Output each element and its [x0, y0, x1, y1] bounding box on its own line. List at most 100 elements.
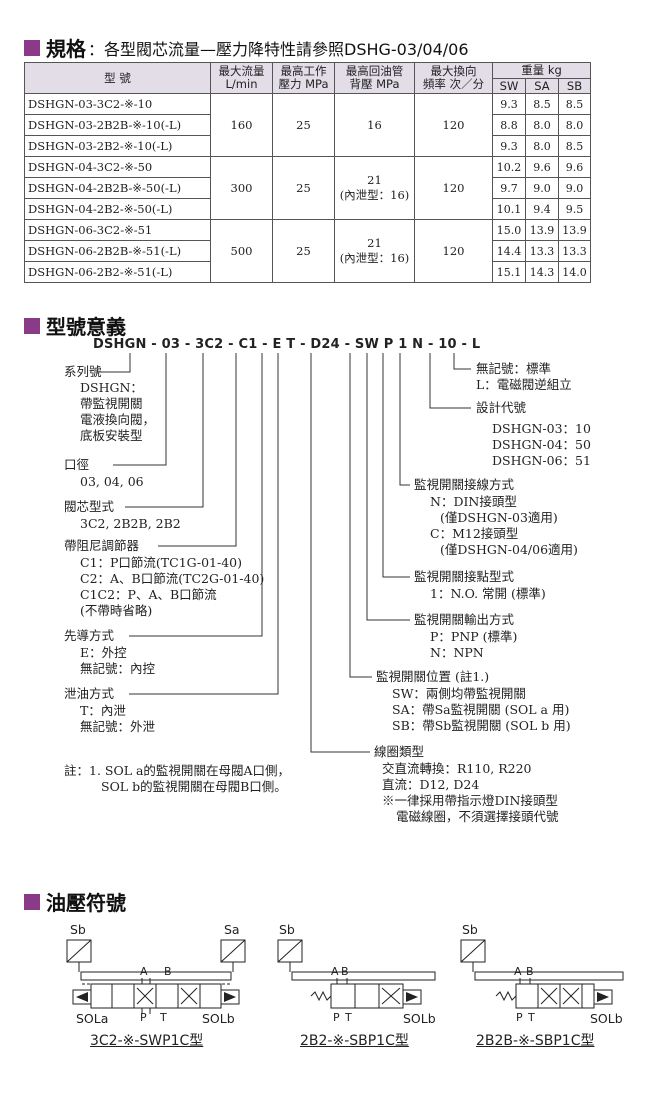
output-heading: 監視開關輸出方式: [414, 612, 515, 627]
design-line: DSHGN-06：51: [492, 453, 591, 468]
header-sa: SA: [525, 78, 559, 94]
note-line: 註：1. SOL a的監視開關在母閥A口側，: [64, 763, 290, 778]
port-t: T: [160, 1011, 167, 1024]
label-sb: Sb: [279, 922, 295, 937]
wiring-line: (僅DSHGN-03適用): [440, 510, 558, 525]
symbols-title: 油壓符號: [46, 891, 126, 915]
wiring-line: (僅DSHGN-04/06適用): [440, 542, 578, 557]
flow-cell: 160: [210, 93, 273, 157]
weight-sb: 9.0: [558, 177, 591, 199]
valve-symbol-3c2: [66, 939, 246, 1014]
table-row: DSHGN-04-3C2-※-50 300 25 21(內泄型：16) 120 …: [24, 156, 591, 220]
drain-line: 無記號：外泄: [80, 719, 156, 734]
model-code-section-header: 型號意義: [24, 311, 126, 340]
port-a: A: [514, 965, 522, 978]
contact-heading: 監視開關接點型式: [414, 569, 515, 584]
label-solb: SOLb: [202, 1011, 235, 1026]
model-cell: DSHGN-06-2B2-※-51(-L): [24, 261, 211, 283]
series-heading: 系列號: [64, 364, 102, 379]
output-line: P：PNP (標準): [430, 629, 518, 644]
model-cell: DSHGN-03-2B2-※-10(-L): [24, 135, 211, 157]
valve-symbol-2b2b: [460, 939, 624, 1009]
header-sb: SB: [558, 78, 591, 94]
solenoid-left-icon: [76, 992, 88, 1002]
spool-line: 3C2, 2B2B, 2B2: [80, 516, 181, 531]
back-pressure-cell: 21(內泄型：16): [334, 156, 415, 220]
weight-sa: 9.4: [525, 198, 559, 220]
damper-line: C1C2：P、A、B口節流: [80, 587, 217, 602]
drain-line: T：內泄: [80, 703, 126, 718]
series-line: DSHGN：: [80, 380, 143, 395]
contact-line: 1：N.O. 常開 (標準): [430, 586, 546, 601]
series-line: 電液換向閥，: [80, 412, 156, 427]
label-sa: Sa: [224, 922, 240, 937]
valve-symbol-2b2: [277, 939, 436, 1009]
coil-line: 電磁線圈，不須選擇接頭代號: [396, 809, 559, 824]
symbol-3c2: Sb Sa A B P T SOLa SOLb 3C2-※-SWP1C型: [62, 922, 252, 1049]
solenoid-right-icon: [224, 992, 236, 1002]
label-sb: Sb: [70, 922, 86, 937]
wiring-line: C：M12接頭型: [430, 526, 519, 541]
label-solb: SOLb: [590, 1011, 623, 1026]
spec-note: ：各型閥芯流量—壓力降特性請參照DSHG-03/04/06: [88, 39, 469, 59]
damper-line: C2：A、B口節流(TC2G-01-40): [80, 571, 265, 586]
weight-sw: 10.1: [492, 198, 526, 220]
design-line: DSHGN-04：50: [492, 437, 591, 452]
symbols-section-header: 油壓符號: [24, 887, 126, 916]
header-frequency: 最大換向頻率 次／分: [414, 62, 493, 94]
series-line: 底板安裝型: [80, 428, 143, 443]
nomark-line: L：電磁閥逆組立: [476, 377, 572, 392]
symbol-caption: 3C2-※-SWP1C型: [90, 1033, 204, 1049]
weight-sb: 13.9: [558, 219, 591, 241]
section-marker: [24, 39, 40, 56]
spool-heading: 閥芯型式: [64, 499, 115, 514]
design-heading: 設計代號: [476, 400, 527, 415]
model-code-string: DSHGN - 03 - 3C2 - C1 - E T - D24 - SW P…: [93, 337, 481, 352]
symbol-caption: 2B2-※-SBP1C型: [300, 1033, 409, 1049]
label-sb: Sb: [462, 922, 478, 937]
damper-heading: 帶阻尼調節器: [64, 538, 140, 553]
coil-line: ※一律採用帶指示燈DIN接頭型: [382, 793, 558, 808]
model-code-title: 型號意義: [46, 315, 126, 339]
series-line: 帶監視開關: [80, 396, 143, 411]
note-line: SOL b的監視開關在母閥B口側。: [101, 779, 287, 794]
table-row: DSHGN-03-3C2-※-10 160 25 16 120 9.3 8.5 …: [24, 93, 591, 157]
header-back-pressure: 最高回油管背壓 MPa: [334, 62, 415, 94]
position-heading: 監視開關位置 (註1.): [376, 669, 490, 684]
symbol-2b2b: Sb A B P T SOLb 2B2B-※-SBP1C型: [458, 922, 643, 1049]
pilot-heading: 先導方式: [64, 628, 115, 643]
table-row: DSHGN-06-2B2-※-51(-L) 15.1 14.3 14.0: [24, 261, 591, 283]
port-t: T: [345, 1011, 352, 1024]
symbol-caption: 2B2B-※-SBP1C型: [476, 1033, 595, 1049]
solenoid-right-icon: [597, 992, 609, 1002]
frequency-cell: 120: [414, 156, 493, 220]
pilot-line: 無記號：內控: [80, 661, 156, 676]
weight-sw: 15.0: [492, 219, 526, 241]
port-p: P: [140, 1011, 147, 1024]
weight-sw: 9.3: [492, 135, 526, 157]
weight-sb: 9.6: [558, 156, 591, 178]
flow-cell: 500: [210, 219, 273, 283]
port-t: T: [528, 1011, 535, 1024]
header-pressure: 最高工作壓力 MPa: [272, 62, 335, 94]
output-line: N：NPN: [430, 645, 484, 660]
position-line: SW：兩側均帶監視開關: [392, 686, 526, 701]
symbol-2b2: Sb A B P T SOLb 2B2-※-SBP1C型: [275, 922, 455, 1049]
damper-line: (不帶時省略): [80, 603, 153, 618]
weight-sb: 8.5: [558, 93, 591, 115]
weight-sw: 10.2: [492, 156, 526, 178]
label-sola: SOLa: [76, 1011, 109, 1026]
port-a: A: [331, 965, 339, 978]
coil-line: 交直流轉換：R110, R220: [382, 761, 532, 776]
port-a: A: [140, 965, 148, 978]
wiring-line: N：DIN接頭型: [430, 494, 517, 509]
port-p: P: [516, 1011, 523, 1024]
size-heading: 口徑: [64, 457, 90, 472]
port-b: B: [164, 965, 172, 978]
port-b: B: [341, 965, 349, 978]
position-line: SA：帶Sa監視開關 (SOL a 用): [392, 702, 570, 717]
port-p: P: [333, 1011, 340, 1024]
